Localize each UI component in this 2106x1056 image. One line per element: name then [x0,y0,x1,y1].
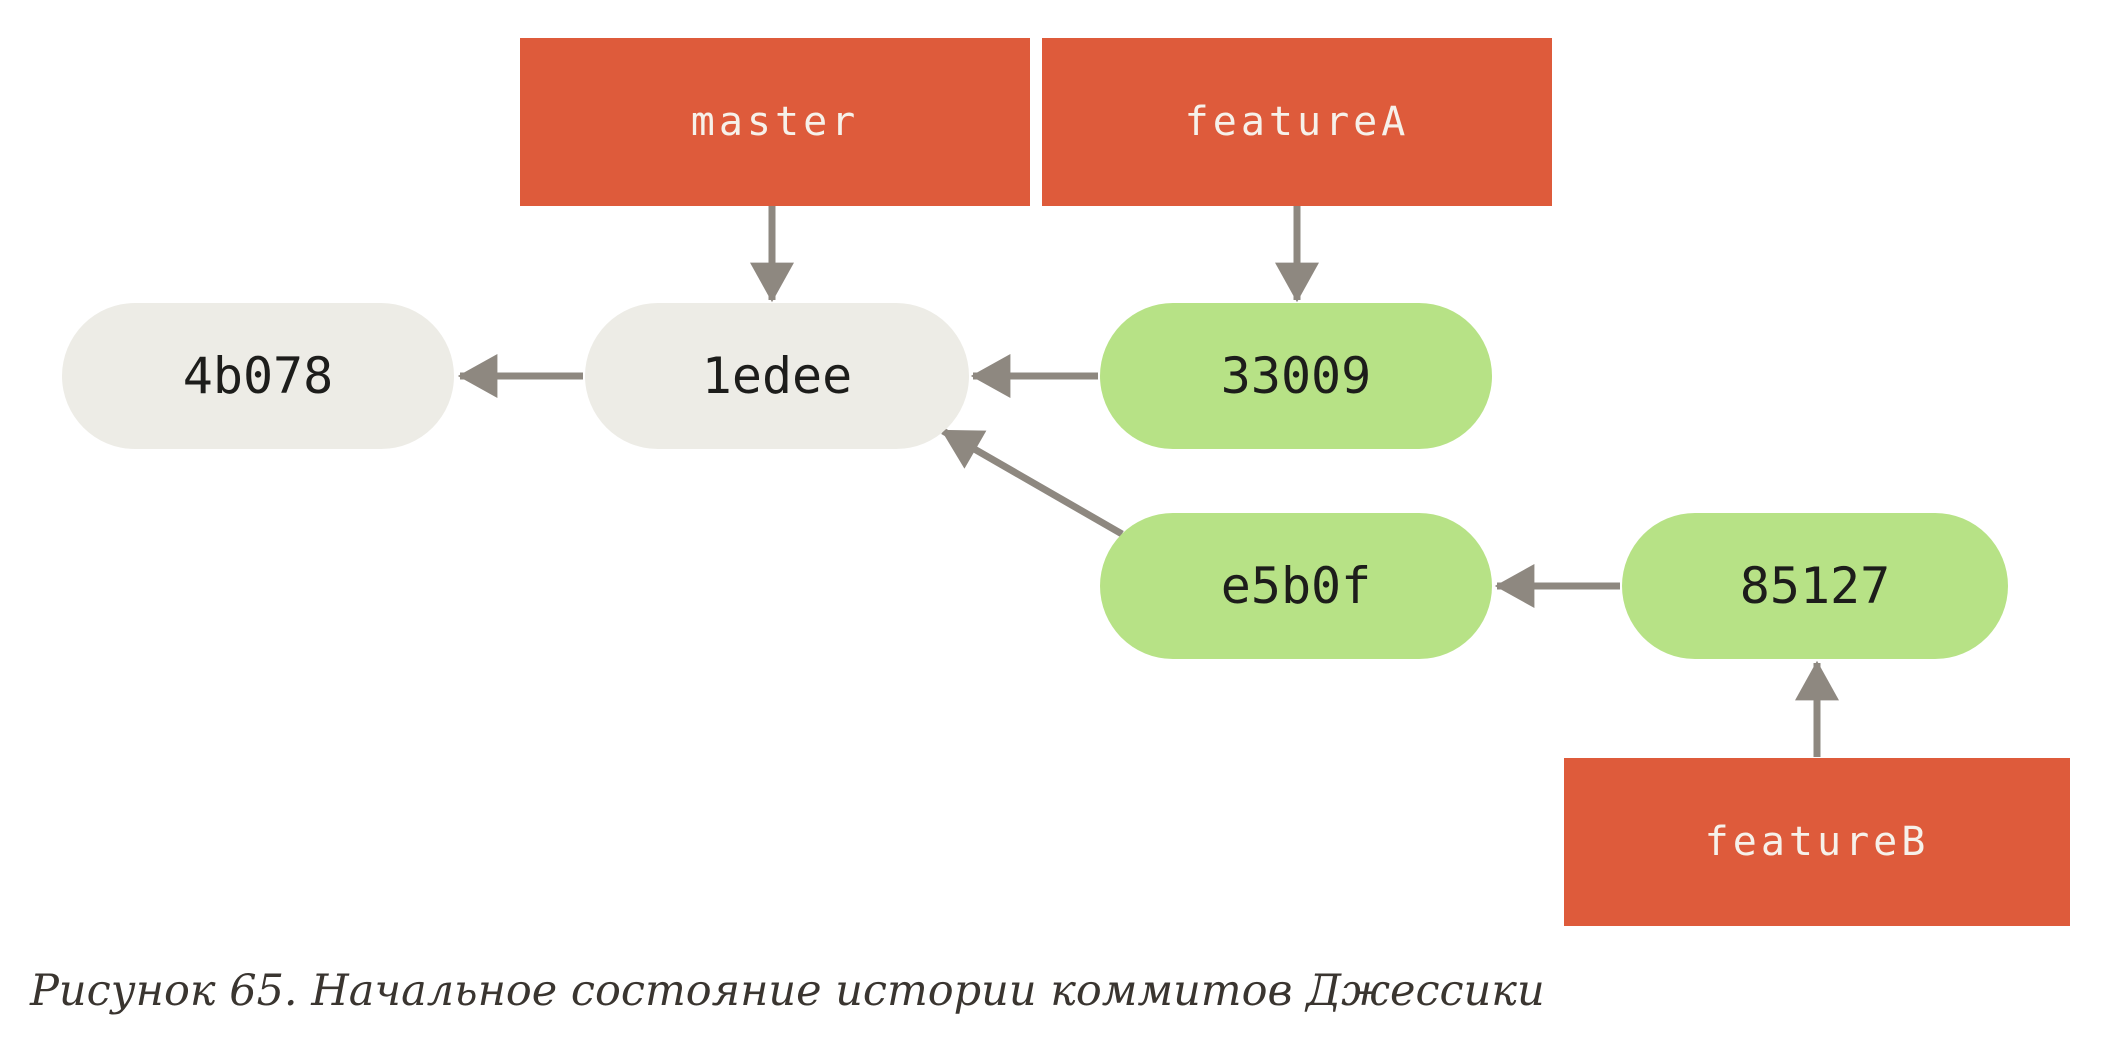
commit-node-33009: 33009 [1100,303,1492,449]
commit-hash-text: 33009 [1220,347,1372,405]
branch-label-text: featureB [1704,819,1930,865]
branch-label-text: master [690,99,860,145]
commit-node-85127: 85127 [1622,513,2008,659]
commit-hash-text: 4b078 [182,347,334,405]
branch-label-master: master [520,38,1030,206]
edge-e5b0f-to-1edee [941,427,1124,538]
commit-hash-text: 85127 [1739,557,1891,615]
branch-label-featureA: featureA [1042,38,1552,206]
commit-node-4b078: 4b078 [62,303,454,449]
commit-hash-text: e5b0f [1220,557,1372,615]
commit-hash-text: 1edee [701,347,853,405]
commit-node-e5b0f: e5b0f [1100,513,1492,659]
figure-caption: Рисунок 65. Начальное состояние истории … [30,966,1545,1016]
branch-label-featureB: featureB [1564,758,2070,926]
branch-label-text: featureA [1184,99,1410,145]
commit-node-1edee: 1edee [585,303,969,449]
